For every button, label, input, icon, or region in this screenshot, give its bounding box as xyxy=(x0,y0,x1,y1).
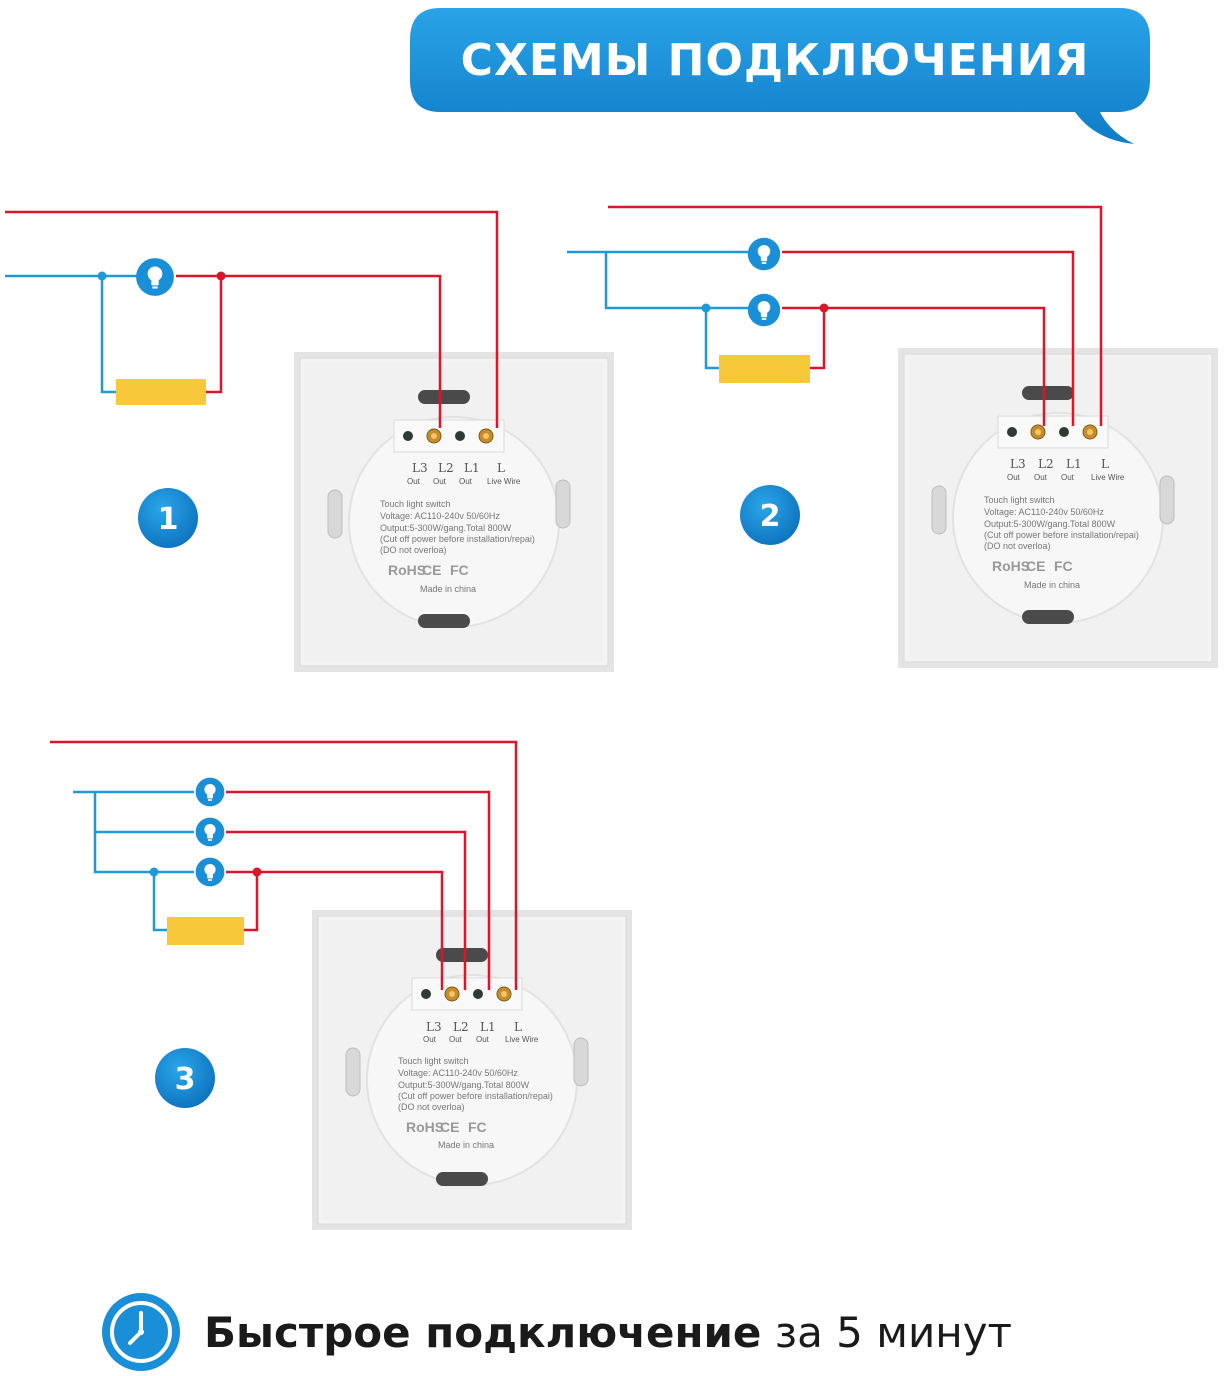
load-wire-3b xyxy=(226,830,467,990)
svg-text:Made in china: Made in china xyxy=(438,1140,494,1150)
bulb-icon xyxy=(195,777,225,807)
junction-dot xyxy=(819,303,829,313)
svg-text:Live Wire: Live Wire xyxy=(1091,473,1125,482)
svg-text:Voltage: AC110-240v 50/60Hz: Voltage: AC110-240v 50/60Hz xyxy=(398,1068,518,1078)
junction-dot xyxy=(701,303,711,313)
badge-2 xyxy=(740,485,800,545)
junction-dot xyxy=(149,867,159,877)
live-wire-1 xyxy=(5,210,499,428)
svg-text:Out: Out xyxy=(449,1035,463,1044)
svg-text:Live Wire: Live Wire xyxy=(487,477,521,486)
svg-text:FC: FC xyxy=(468,1119,487,1135)
footer-regular-text: за 5 минут xyxy=(774,1307,1013,1357)
svg-text:L2: L2 xyxy=(438,461,454,475)
badge-1-label: 1 xyxy=(158,502,179,537)
svg-text:RoHS: RoHS xyxy=(388,562,426,578)
load-wire-3c xyxy=(226,870,444,990)
load-wire-2a xyxy=(782,250,1075,426)
spec-text-2: Touch light switch Voltage: AC110-240v 5… xyxy=(984,495,1139,590)
svg-text:Output:5-300W/gang.Total 800W: Output:5-300W/gang.Total 800W xyxy=(398,1080,530,1090)
svg-text:Voltage: AC110-240v 50/60Hz: Voltage: AC110-240v 50/60Hz xyxy=(380,511,500,521)
svg-text:Output:5-300W/gang.Total 800W: Output:5-300W/gang.Total 800W xyxy=(380,523,512,533)
svg-text:Output:5-300W/gang.Total 800W: Output:5-300W/gang.Total 800W xyxy=(984,519,1116,529)
svg-text:CE: CE xyxy=(1026,558,1045,574)
footer: Быстрое подключение за 5 минут xyxy=(100,1290,1012,1374)
svg-text:L1: L1 xyxy=(480,1020,496,1034)
svg-text:L2: L2 xyxy=(453,1020,469,1034)
load-wire-2b xyxy=(782,306,1046,426)
footer-caption: Быстрое подключение за 5 минут xyxy=(204,1308,1012,1357)
svg-text:Touch light switch: Touch light switch xyxy=(984,495,1055,505)
load-wire-1 xyxy=(176,274,442,428)
diagram-2: L3 L2 L1 L Out Out Out Live Wire Touch l… xyxy=(567,205,1218,668)
footer-bold-text: Быстрое подключение xyxy=(204,1307,762,1357)
terminal-labels-2: L3 L2 L1 L Out Out Out Live Wire xyxy=(1007,457,1125,482)
svg-text:Out: Out xyxy=(1061,473,1075,482)
svg-text:(Cut off power before installa: (Cut off power before installation/repai… xyxy=(984,530,1139,540)
svg-text:CE: CE xyxy=(440,1119,459,1135)
capacitor-block-2 xyxy=(719,355,810,383)
terminal-labels-1: L3 L2 L1 L Out Out Out Live Wire xyxy=(407,461,521,486)
svg-text:L1: L1 xyxy=(464,461,480,475)
svg-text:CE: CE xyxy=(422,562,441,578)
svg-text:RoHS: RoHS xyxy=(406,1119,444,1135)
svg-text:L1: L1 xyxy=(1066,457,1082,471)
svg-text:Out: Out xyxy=(1007,473,1021,482)
svg-text:(DO not overloa): (DO not overloa) xyxy=(984,541,1051,551)
live-wire-2 xyxy=(608,205,1103,426)
bulb-icon xyxy=(747,293,781,327)
svg-text:Out: Out xyxy=(459,477,473,486)
svg-text:Out: Out xyxy=(407,477,421,486)
spec-text-3: Touch light switch Voltage: AC110-240v 5… xyxy=(398,1056,553,1150)
bulb-icon xyxy=(747,237,781,271)
junction-dot xyxy=(252,867,262,877)
svg-text:L3: L3 xyxy=(1010,457,1026,471)
load-wire-3a xyxy=(226,790,491,990)
svg-text:Touch light switch: Touch light switch xyxy=(398,1056,469,1066)
junction-dot xyxy=(216,271,226,281)
svg-text:L3: L3 xyxy=(426,1020,442,1034)
bulb-icon xyxy=(195,817,225,847)
badge-3-label: 3 xyxy=(175,1062,196,1097)
svg-text:Out: Out xyxy=(476,1035,490,1044)
svg-text:L: L xyxy=(1101,457,1109,471)
header-banner: СХЕМЫ ПОДКЛЮЧЕНИЯ xyxy=(410,8,1150,144)
svg-text:L3: L3 xyxy=(412,461,428,475)
junction-dot xyxy=(97,271,107,281)
spec-text-1: Touch light switch Voltage: AC110-240v 5… xyxy=(380,499,535,594)
svg-text:Out: Out xyxy=(423,1035,437,1044)
badge-1 xyxy=(138,488,198,548)
svg-text:Made in china: Made in china xyxy=(1024,580,1080,590)
capacitor-block-1 xyxy=(116,379,206,405)
badge-3 xyxy=(155,1048,215,1108)
svg-text:Made in china: Made in china xyxy=(420,584,476,594)
live-wire-3 xyxy=(50,740,518,990)
clock-icon xyxy=(102,1293,180,1371)
svg-text:Touch light switch: Touch light switch xyxy=(380,499,451,509)
bulb-icon xyxy=(136,258,174,296)
svg-text:L: L xyxy=(514,1020,522,1034)
svg-text:RoHS: RoHS xyxy=(992,558,1030,574)
capacitor-block-3 xyxy=(167,917,244,945)
svg-text:Out: Out xyxy=(433,477,447,486)
svg-text:(Cut off power before installa: (Cut off power before installation/repai… xyxy=(398,1091,553,1101)
svg-text:(DO not overloa): (DO not overloa) xyxy=(380,545,447,555)
svg-text:(Cut off power before installa: (Cut off power before installation/repai… xyxy=(380,534,535,544)
badge-2-label: 2 xyxy=(760,499,781,534)
header-title: СХЕМЫ ПОДКЛЮЧЕНИЯ xyxy=(461,35,1090,86)
diagram-3: L3 L2 L1 L Out Out Out Live Wire Touch l… xyxy=(50,740,632,1230)
svg-text:Live Wire: Live Wire xyxy=(505,1035,539,1044)
svg-text:L: L xyxy=(497,461,505,475)
diagram-1: L3 L2 L1 L Out Out Out Live Wire Touch l… xyxy=(5,210,614,672)
svg-text:L2: L2 xyxy=(1038,457,1054,471)
svg-text:FC: FC xyxy=(450,562,469,578)
svg-text:FC: FC xyxy=(1054,558,1073,574)
terminal-labels-3: L3 L2 L1 L Out Out Out Live Wire xyxy=(423,1020,539,1044)
svg-text:Out: Out xyxy=(1034,473,1048,482)
bulb-icon xyxy=(195,857,225,887)
svg-text:(DO not overloa): (DO not overloa) xyxy=(398,1102,465,1112)
svg-text:Voltage: AC110-240v 50/60Hz: Voltage: AC110-240v 50/60Hz xyxy=(984,507,1104,517)
